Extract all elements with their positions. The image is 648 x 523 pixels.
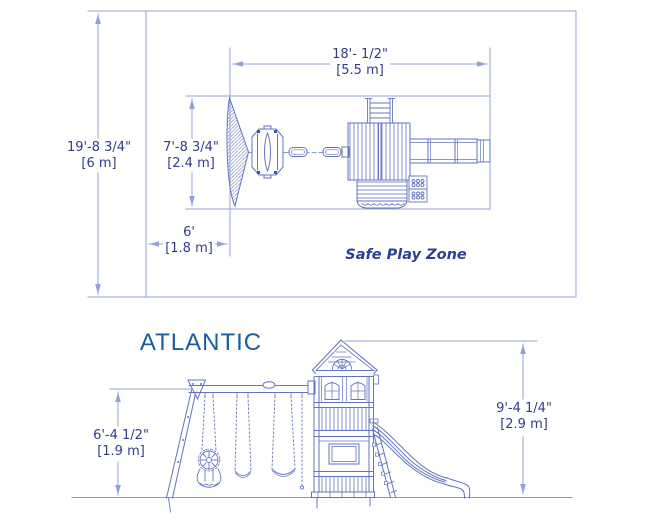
- plan-deck: [347, 122, 411, 181]
- dimension-play-zone-width-imperial: 18'- 1/2": [332, 47, 388, 62]
- dimension-overall-height-metric: [2.9 m]: [500, 417, 548, 432]
- safe-play-zone-label: Safe Play Zone: [342, 247, 470, 263]
- dimension-swing-beam-height-metric: [1.9 m]: [97, 444, 145, 459]
- dimension-overall-depth-imperial: 19'-8 3/4": [66, 140, 132, 155]
- elevation-glider-swing: [196, 395, 222, 488]
- plan-swing-aframe-triangle: [226, 96, 250, 208]
- elevation-belt-swing-2: [271, 395, 296, 477]
- elevation-slide: [369, 418, 471, 499]
- dimension-overall-height: 9'-4 1/4" [2.9 m]: [494, 401, 554, 433]
- elevation-tower: [307, 339, 379, 509]
- elevation-ladder: [371, 426, 398, 499]
- dimension-swing-clearance: 6' [1.8 m]: [163, 225, 215, 257]
- roof-eave-detail: [373, 374, 379, 385]
- dimension-swing-beam-height: 6'-4 1/2" [1.9 m]: [91, 428, 151, 460]
- dimension-overall-height-imperial: 9'-4 1/4": [496, 401, 552, 416]
- plan-porch: [356, 179, 408, 209]
- plan-view: [87, 10, 577, 298]
- dimension-play-zone-width: 18'- 1/2" [5.5 m]: [330, 47, 390, 79]
- product-title: ATLANTIC: [139, 329, 263, 356]
- plan-outer-boundary-rect: [145, 10, 577, 298]
- elevation-belt-swing-1: [234, 395, 252, 478]
- dimension-structure-depth-imperial: 7'-8 3/4": [163, 140, 219, 155]
- elevation-climbing-rope: [299, 395, 305, 490]
- plan-extension-lines: [87, 10, 491, 298]
- elevation-dimension-lines: [109, 340, 538, 496]
- dimension-overall-depth-metric: [6 m]: [81, 156, 117, 171]
- dimension-overall-depth: 19'-8 3/4" [6 m]: [64, 140, 134, 172]
- plan-swing-seats: [288, 146, 350, 158]
- plan-ladder: [365, 98, 395, 124]
- elevation-swing-aframe: [165, 379, 207, 513]
- dimension-structure-depth: 7'-8 3/4" [2.4 m]: [161, 140, 221, 172]
- dimension-play-zone-width-metric: [5.5 m]: [336, 63, 384, 78]
- tower-upper-windows: [321, 377, 368, 402]
- dimension-swing-clearance-imperial: 6': [183, 225, 195, 240]
- plan-rock-wall: [408, 175, 428, 203]
- tower-roof: [311, 339, 379, 385]
- plan-dimension-lines: [95, 13, 488, 295]
- tower-lower-window: [328, 443, 360, 465]
- plan-slide: [409, 138, 491, 164]
- plan-glider-top-view: [251, 125, 284, 179]
- dimension-swing-clearance-metric: [1.8 m]: [165, 241, 213, 256]
- dimension-swing-beam-height-imperial: 6'-4 1/2": [93, 428, 149, 443]
- beam-to-tower-bracket: [307, 380, 316, 395]
- elevation-view: [71, 339, 573, 513]
- dimension-structure-depth-metric: [2.4 m]: [167, 156, 215, 171]
- elevation-swing-beam: [188, 381, 315, 397]
- tower-base: [311, 491, 375, 498]
